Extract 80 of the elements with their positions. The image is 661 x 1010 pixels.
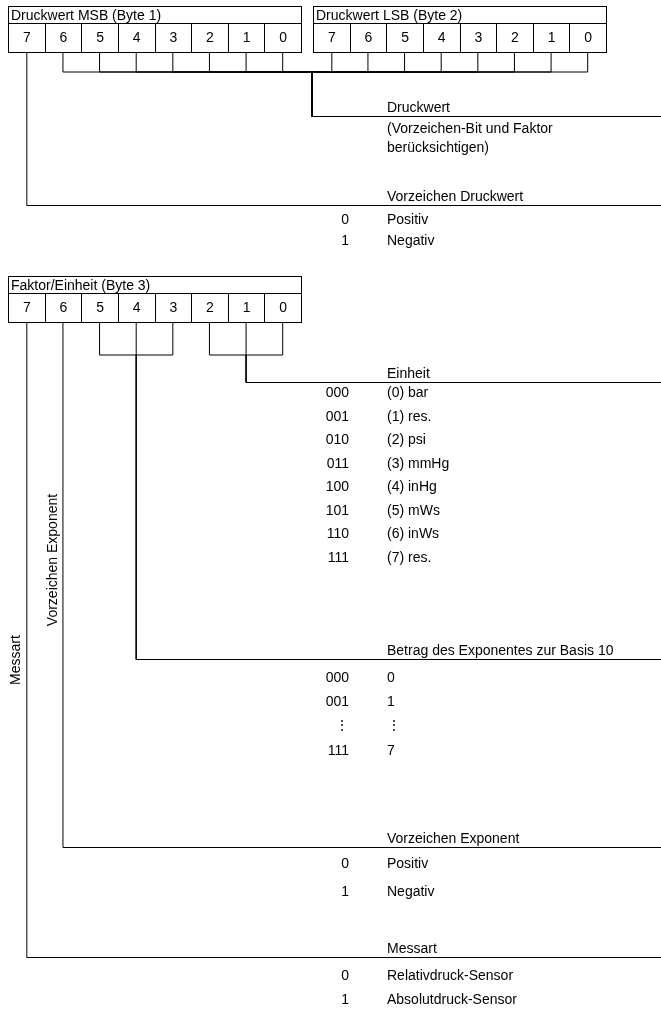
- field-heading: Vorzeichen Exponent: [64, 826, 661, 848]
- value-text: (2) psi: [387, 430, 426, 448]
- bit-code: 0: [341, 210, 349, 228]
- value-text: ⋮: [387, 716, 401, 734]
- bit-cell: 5: [81, 294, 118, 322]
- value-text: (0) bar: [387, 383, 429, 401]
- value-text: Negativ: [387, 882, 435, 900]
- value-text: (4) inHg: [387, 477, 437, 495]
- field-heading: Vorzeichen Druckwert: [27, 184, 661, 206]
- value-text: Absolutdruck-Sensor: [387, 990, 517, 1008]
- value-text: (7) res.: [387, 548, 432, 566]
- bit-cell: 0: [569, 24, 606, 52]
- bit-code: 0: [341, 966, 349, 984]
- value-text: 0: [387, 668, 395, 686]
- bit-cell: 4: [117, 294, 155, 322]
- bit-code: 100: [325, 477, 349, 495]
- bit-code: ⋮: [335, 716, 349, 734]
- bit-cell: 7: [9, 24, 45, 52]
- value-text: Positiv: [387, 854, 429, 872]
- bit-cell: 1: [227, 24, 265, 52]
- bit-cell: 6: [44, 294, 82, 322]
- bit-code: 001: [325, 692, 349, 710]
- bit-cell: 7: [9, 294, 45, 322]
- bit-cell: 4: [117, 24, 155, 52]
- bit-code: 011: [326, 454, 349, 472]
- leader-line: [26, 321, 28, 958]
- bit-cell: 0: [264, 294, 301, 322]
- value-text: (5) mWs: [387, 501, 440, 519]
- bit-code: 1: [341, 231, 349, 249]
- bit-cell: 3: [459, 24, 497, 52]
- bit-cell: 5: [386, 24, 423, 52]
- bit-cell: 6: [349, 24, 387, 52]
- value-text: (6) inWs: [387, 524, 440, 542]
- bit-cell: 7: [314, 24, 350, 52]
- bit-code: 001: [325, 407, 349, 425]
- bit-cell: 3: [154, 294, 192, 322]
- value-text: (1) res.: [387, 407, 432, 425]
- bit-code: 000: [325, 383, 349, 401]
- note-text: (Vorzeichen-Bit und Faktor berücksichtigen): [387, 119, 554, 157]
- bit-code: 111: [327, 741, 349, 759]
- vertical-label: Messart: [7, 635, 23, 685]
- byte-register: [8, 276, 302, 323]
- leader-line: [26, 51, 28, 206]
- bit-code: 1: [341, 882, 349, 900]
- bit-code: 010: [325, 430, 349, 448]
- bit-cell: 2: [191, 24, 228, 52]
- bit-cell: 0: [264, 24, 301, 52]
- leader-line: [135, 321, 174, 660]
- bit-cell: 4: [422, 24, 460, 52]
- bit-cell: 2: [496, 24, 533, 52]
- register-title: Druckwert MSB (Byte 1): [9, 7, 301, 24]
- value-text: (3) mmHg: [387, 454, 450, 472]
- register-title: Druckwert LSB (Byte 2): [314, 7, 606, 24]
- bit-cell: 6: [44, 24, 82, 52]
- byte-register: [8, 6, 302, 53]
- bit-code: 111: [327, 548, 349, 566]
- value-text: 7: [387, 741, 395, 759]
- field-heading: Einheit: [246, 361, 661, 383]
- byte-register: [313, 6, 607, 53]
- register-title: Faktor/Einheit (Byte 3): [9, 277, 301, 294]
- leader-line: [62, 321, 65, 848]
- bit-code: 000: [325, 668, 349, 686]
- value-text: Negativ: [387, 231, 435, 249]
- bit-cell: 1: [227, 294, 265, 322]
- field-heading: Betrag des Exponentes zur Basis 10: [137, 638, 661, 660]
- bit-cell: 2: [191, 294, 228, 322]
- value-text: 1: [387, 692, 395, 710]
- field-heading: Druckwert: [312, 95, 661, 117]
- field-heading: Messart: [27, 936, 661, 958]
- vertical-label: Vorzeichen Exponent: [44, 493, 60, 627]
- bit-code: 101: [325, 501, 349, 519]
- leader-line: [245, 321, 284, 383]
- bit-code: 0: [341, 854, 349, 872]
- value-text: Relativdruck-Sensor: [387, 966, 514, 984]
- bit-cell: 3: [154, 24, 192, 52]
- bit-cell: 5: [81, 24, 118, 52]
- bit-cell: 1: [532, 24, 570, 52]
- bit-code: 1: [341, 990, 349, 1008]
- value-text: Positiv: [387, 210, 429, 228]
- bit-code: 110: [326, 524, 349, 542]
